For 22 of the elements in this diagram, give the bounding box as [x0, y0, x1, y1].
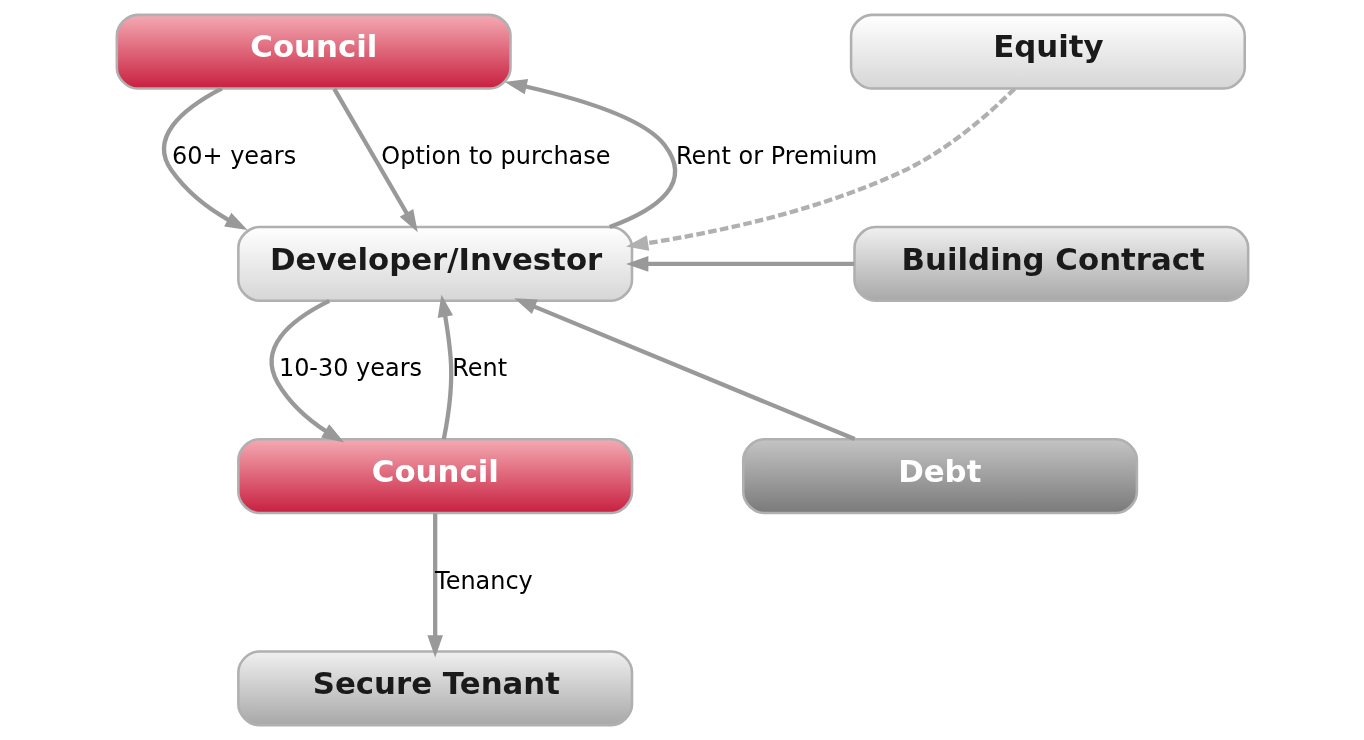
edge-label: 10-30 years	[278, 354, 422, 383]
arrow	[513, 298, 855, 442]
edge-label: Rent	[451, 354, 507, 383]
arrow	[269, 299, 344, 443]
node-box: Council	[115, 13, 512, 90]
edge-label: 60+ years	[171, 142, 296, 171]
arrow	[426, 513, 443, 658]
node-box: Secure Tenant	[236, 650, 633, 727]
arrow	[331, 87, 418, 233]
arrow	[625, 87, 1016, 251]
edge-label: Rent or Premium	[675, 142, 877, 171]
arrow	[625, 256, 854, 272]
edge-label: Tenancy	[434, 566, 533, 595]
node-box: Council	[236, 438, 633, 515]
node-box: Building Contract	[852, 225, 1249, 302]
arrow	[161, 86, 248, 230]
arrow	[437, 294, 453, 440]
node-box: Equity	[849, 13, 1246, 90]
node-box: Developer/Investor	[236, 225, 633, 302]
edge-label: Option to purchase	[380, 142, 611, 171]
arrow	[504, 79, 677, 229]
node-box: Debt	[741, 438, 1138, 515]
